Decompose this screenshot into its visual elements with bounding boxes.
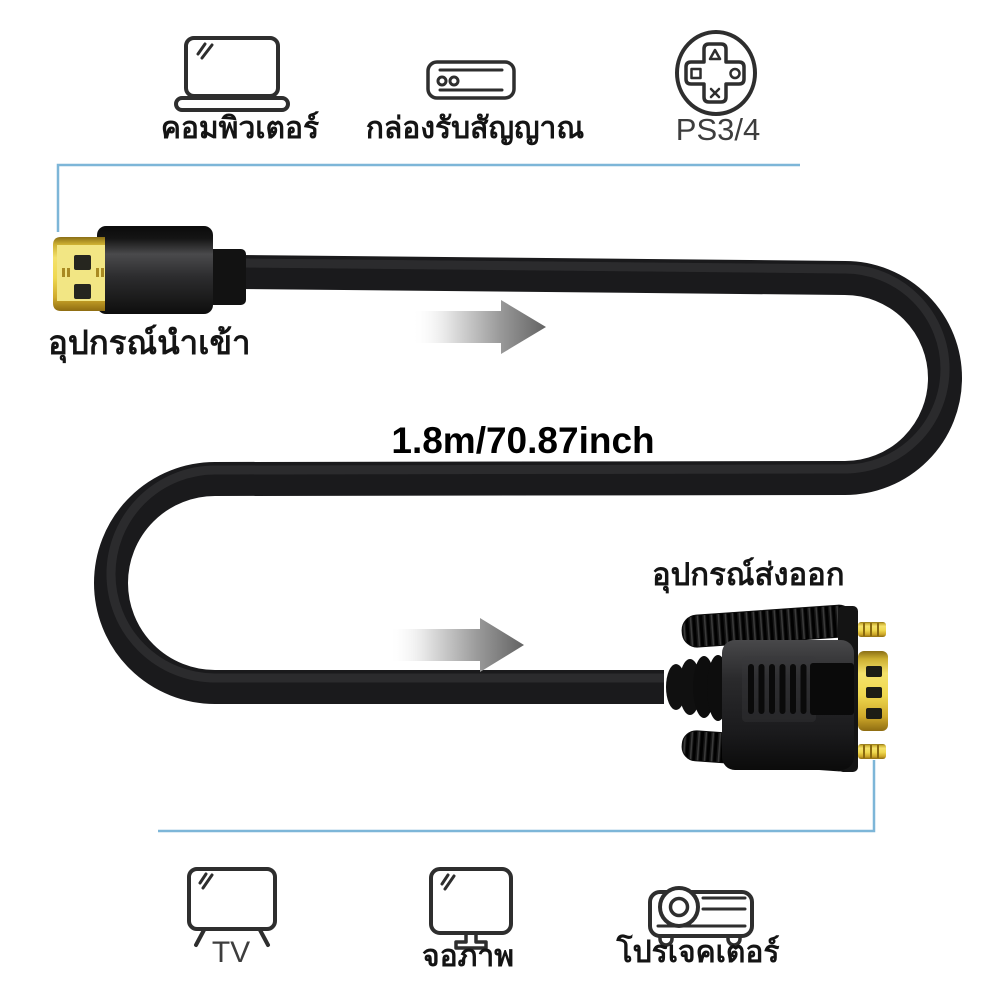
hdmi-connector bbox=[53, 226, 246, 314]
cable bbox=[93, 255, 963, 704]
top-bracket-line bbox=[56, 163, 800, 232]
label-ps3-4: PS3/4 bbox=[675, 112, 761, 147]
gamepad-icon bbox=[675, 30, 757, 116]
label-cable-length: 1.8m/70.87inch bbox=[391, 420, 655, 461]
direction-arrow-top bbox=[414, 300, 546, 354]
projector-icon bbox=[648, 886, 754, 947]
label-input-device: อุปกรณ์นำเข้า bbox=[48, 324, 251, 361]
laptop-icon bbox=[174, 36, 290, 112]
direction-arrow-bottom bbox=[391, 618, 524, 672]
set-top-box-icon bbox=[426, 60, 516, 100]
monitor-icon bbox=[429, 867, 513, 950]
label-computer: คอมพิวเตอร์ bbox=[160, 112, 320, 145]
label-output-device: อุปกรณ์ส่งออก bbox=[652, 557, 845, 592]
tv-icon bbox=[187, 867, 277, 947]
label-set-top-box: กล่องรับสัญญาณ bbox=[365, 112, 585, 145]
label-tv: TV bbox=[211, 936, 251, 969]
label-projector: โปรเจคเตอร์ bbox=[616, 936, 780, 969]
vga-connector bbox=[666, 604, 888, 772]
label-monitor: จอภาพ bbox=[422, 940, 514, 973]
bottom-bracket-line bbox=[158, 760, 876, 833]
